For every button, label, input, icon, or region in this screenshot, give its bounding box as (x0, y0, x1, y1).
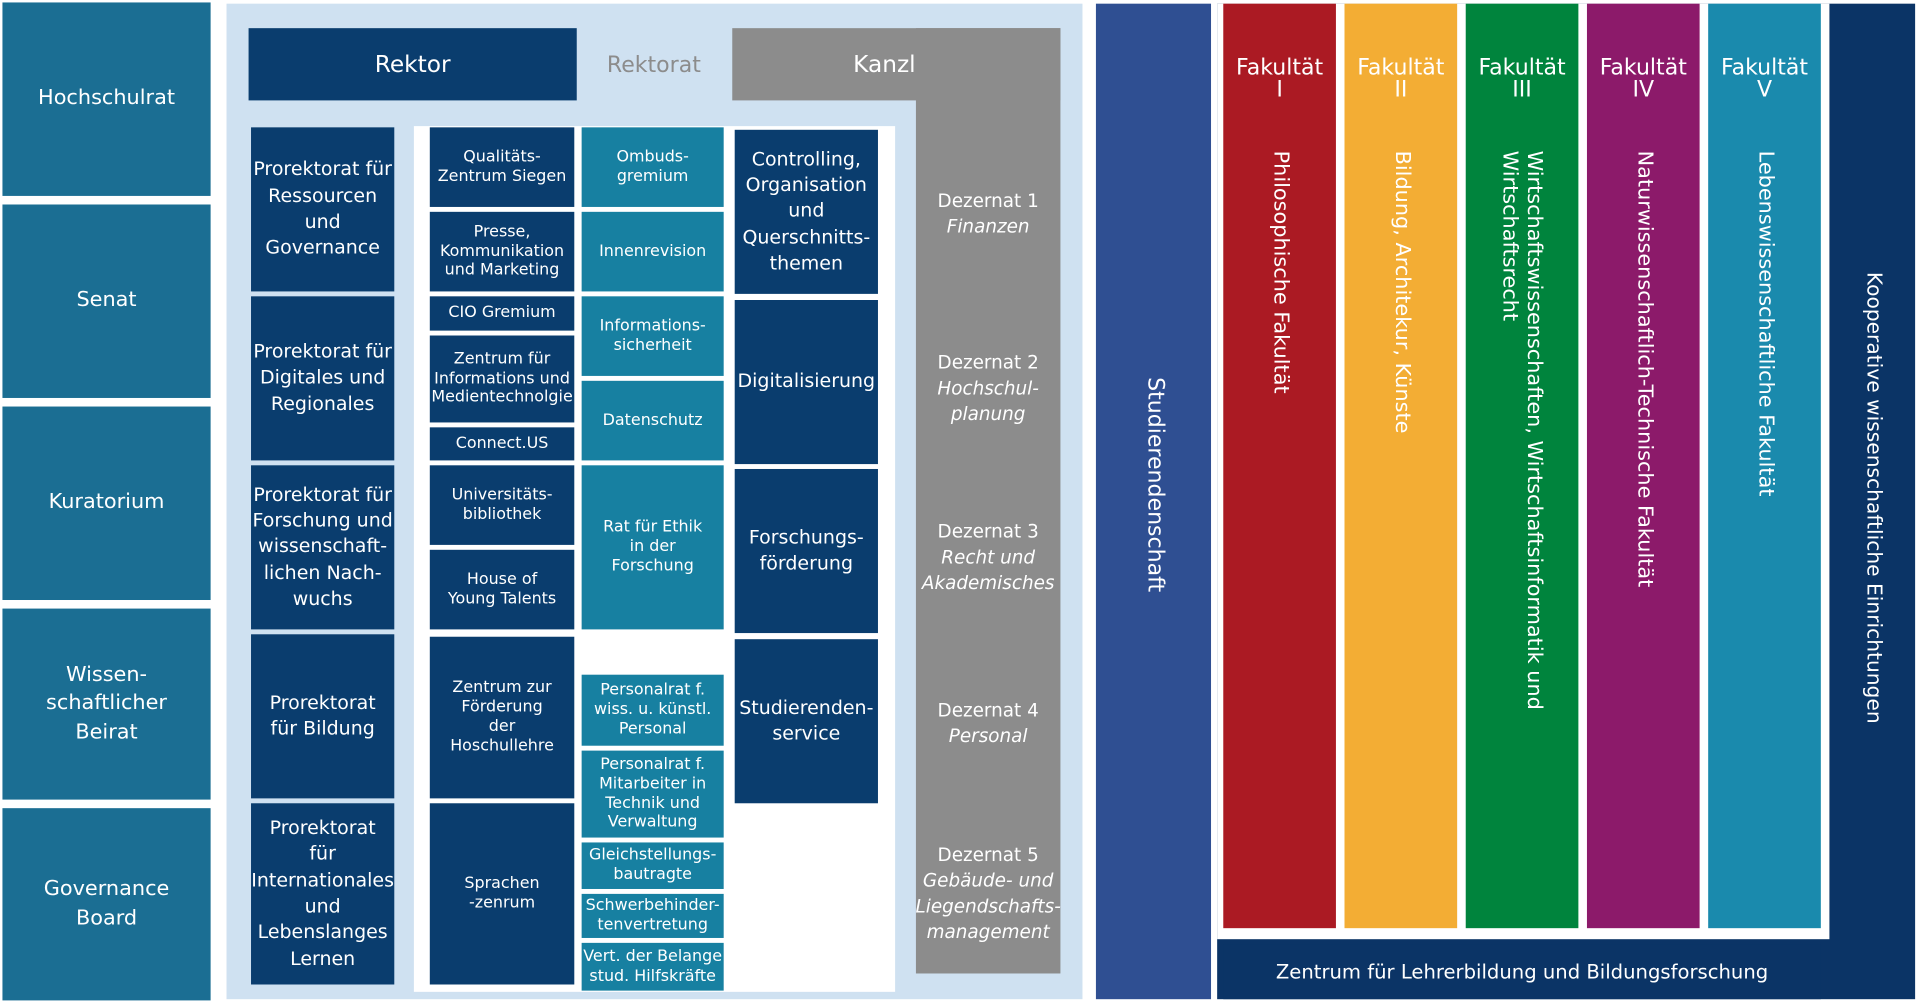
governance-board: Governance Board (2, 808, 211, 1001)
dezernat-2-name: Dezernat 2 (937, 350, 1039, 373)
kanzler-forschungsfoerderung: Forschungs- förderung (734, 468, 878, 634)
unit-hochschullehre: Zentrum zur Förderung der Hoschullehre (429, 636, 575, 799)
fakultaet-2: Fakultät II Bildung, Architekur, Künste (1344, 3, 1458, 929)
unit-connect-us: Connect.US (429, 427, 575, 461)
fakultaet-5-name: Lebenswissenschaftliche Fakultät (1753, 150, 1778, 497)
dezernat-3-sub: Recht und Akademisches (921, 545, 1055, 594)
unit-gleichstellung: Gleichstellungs- bautragte (581, 842, 724, 889)
unit-ombudsgremium: Ombuds- gremium (581, 127, 724, 207)
fakultaet-1-name: Philosophische Fakultät (1268, 150, 1294, 394)
studierendenschaft-label: Studierendenschaft (1142, 377, 1169, 593)
dezernat-3-name: Dezernat 3 (937, 519, 1039, 542)
prorektorat-bildung: Prorektorat für Bildung (251, 634, 395, 799)
kanzler-studierendenservice: Studierenden- service (734, 639, 878, 804)
prorektorat-ressourcen: Prorektorat für Ressourcen und Governanc… (251, 127, 395, 292)
unit-universitaetsbibliothek: Universitäts- bibliothek (429, 465, 575, 545)
zlb-label: Zentrum für Lehrerbildung und Bildungsfo… (1275, 960, 1769, 984)
fakultaet-5: Fakultät V Lebenswissenschaftliche Fakul… (1708, 3, 1821, 929)
dezernat-2-sub: Hochschul- planung (937, 376, 1039, 425)
governance-column: Hochschulrat Senat Kuratorium Wissen- sc… (2, 2, 211, 1001)
unit-hilfskraefte: Vert. der Belange stud. Hilfskräfte (581, 942, 724, 991)
fakultaet-3: Fakultät III Wirtschaftswissenschaften, … (1465, 3, 1579, 929)
unit-innenrevision: Innenrevision (581, 211, 724, 292)
unit-presse: Presse, Kommunikation und Marketing (429, 211, 575, 292)
dezernat-5: Dezernat 5 Gebäude- und Liegendschafts- … (915, 827, 1061, 962)
unit-cio-gremium: CIO Gremium (429, 296, 575, 331)
fakultaet-4: Fakultät IV Naturwissenschaftlich-Techni… (1586, 3, 1700, 929)
rektor-header: Rektor (248, 28, 577, 101)
kanzler-controlling: Controlling, Organisation und Querschnit… (734, 129, 878, 294)
zlb-bar: Zentrum für Lehrerbildung und Bildungsfo… (1223, 944, 1821, 1000)
unit-datenschutz: Datenschutz (581, 380, 724, 461)
dezernat-4-name: Dezernat 4 (937, 699, 1039, 722)
governance-wissenschaftlicher-beirat: Wissen- schaftlicher Beirat (2, 608, 211, 800)
unit-zim: Zentrum für Informations und Medientechn… (429, 335, 575, 423)
dezernat-4: Dezernat 4 Personal (916, 681, 1060, 767)
unit-schwerbehindertenvertretung: Schwerbehinder- tenvertretung (581, 893, 724, 938)
governance-hochschulrat: Hochschulrat (2, 2, 211, 196)
fakultaet-5-head: Fakultät V (1720, 55, 1809, 103)
studierendenschaft-column: Studierendenschaft (1095, 3, 1212, 1000)
dezernat-1-sub: Finanzen (946, 215, 1030, 238)
unit-house-of-young-talents: House of Young Talents (429, 549, 575, 630)
prorektorat-internationales: Prorektorat für Internationales und Lebe… (251, 803, 395, 985)
fakultaet-4-name: Naturwissenschaftlich-Technische Fakultä… (1632, 150, 1657, 588)
kanzler-digitalisierung: Digitalisierung (734, 300, 878, 465)
dezernat-3: Dezernat 3 Recht und Akademisches (916, 502, 1060, 612)
kanzler-column (915, 28, 1061, 974)
prorektorat-forschung: Prorektorat für Forschung und wissenscha… (251, 465, 395, 630)
unit-qualitaetszentrum: Qualitäts- Zentrum Siegen (429, 127, 575, 207)
governance-senat: Senat (2, 204, 211, 398)
dezernat-4-sub: Personal (948, 724, 1028, 747)
dezernat-5-name: Dezernat 5 (937, 843, 1039, 866)
dezernat-2: Dezernat 2 Hochschul- planung (916, 333, 1060, 443)
governance-kuratorium: Kuratorium (2, 406, 211, 601)
unit-ethikrat: Rat für Ethik in der Forschung (581, 465, 724, 630)
fakultaet-3-head: Fakultät III (1478, 55, 1566, 103)
fakultaet-2-head: Fakultät II (1357, 55, 1445, 103)
fakultaet-1-head: Fakultät I (1236, 55, 1324, 103)
unit-informationssicherheit: Informations- sicherheit (581, 296, 724, 376)
dezernat-5-sub: Gebäude- und Liegendschafts- management (915, 869, 1061, 943)
fakultaet-4-head: Fakultät IV (1599, 55, 1687, 103)
fakultaet-1: Fakultät I Philosophische Fakultät (1223, 3, 1336, 929)
dezernat-1-name: Dezernat 1 (937, 189, 1039, 212)
unit-personalrat-mtv: Personalrat f. Mitarbeiter in Technik un… (581, 750, 724, 838)
fakultaet-3-name: Wirtschaftswissenschaften, Wirtschaftsin… (1498, 150, 1547, 710)
fakultaet-2-name: Bildung, Architekur, Künste (1389, 150, 1415, 434)
dezernat-1: Dezernat 1 Finanzen (916, 171, 1060, 257)
unit-personalrat-wiss: Personalrat f. wiss. u. künstl. Personal (581, 674, 724, 746)
kooperative-label: Kooperative wissenschaftliche Einrichtun… (1862, 271, 1886, 724)
rektorat-label: Rektorat (606, 52, 701, 78)
prorektorat-digitales: Prorektorat für Digitales und Regionales (251, 296, 395, 461)
unit-sprachenzentrum: Sprachen -zenrum (429, 803, 575, 985)
